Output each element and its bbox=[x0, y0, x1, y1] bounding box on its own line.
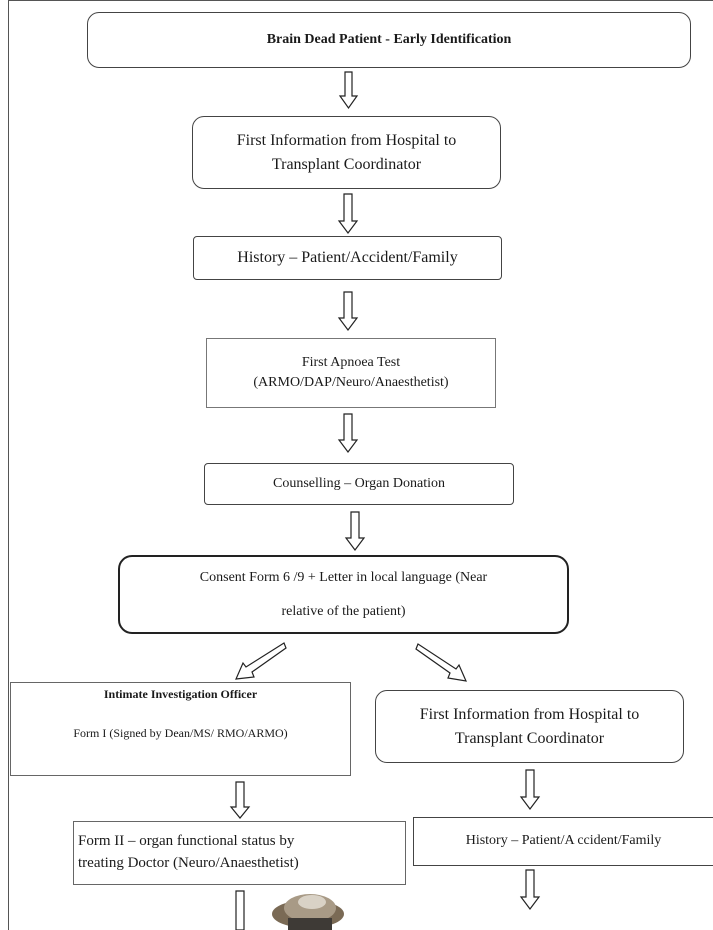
arrow-down bbox=[337, 193, 359, 234]
node-intimate-investigation-officer: Intimate Investigation Officer Form I (S… bbox=[10, 682, 351, 776]
node-label: (ARMO/DAP/Neuro/Anaesthetist) bbox=[253, 375, 449, 390]
node-brain-dead-identification: Brain Dead Patient - Early Identificatio… bbox=[87, 12, 691, 68]
node-counselling: Counselling – Organ Donation bbox=[204, 463, 514, 505]
node-label: Transplant Coordinator bbox=[454, 729, 605, 747]
arrow-down bbox=[235, 890, 245, 930]
node-label: Transplant Coordinator bbox=[271, 155, 422, 173]
node-label: Counselling – Organ Donation bbox=[272, 475, 445, 491]
arrow-down bbox=[338, 71, 359, 110]
node-history: History – Patient/Accident/Family bbox=[193, 236, 502, 280]
node-label: Form II – organ functional status by bbox=[78, 833, 295, 850]
node-first-information: First Information from Hospital to Trans… bbox=[192, 116, 501, 189]
node-consent-form: Consent Form 6 /9 + Letter in local lang… bbox=[118, 555, 569, 634]
arrow-diagonal-right bbox=[415, 643, 467, 682]
arrow-down bbox=[337, 413, 359, 453]
node-label: treating Doctor (Neuro/Anaesthetist) bbox=[78, 855, 299, 871]
node-first-apnoea-test: First Apnoea Test (ARMO/DAP/Neuro/Anaest… bbox=[206, 338, 496, 408]
node-history-branch: History – Patient/A ccident/Family bbox=[413, 817, 713, 866]
node-label: First Information from Hospital to bbox=[419, 706, 640, 724]
node-form-ii: Form II – organ functional status by tre… bbox=[73, 821, 406, 885]
arrow-diagonal-left bbox=[235, 642, 287, 680]
arrow-down bbox=[519, 769, 541, 810]
node-label: Consent Form 6 /9 + Letter in local lang… bbox=[199, 569, 488, 585]
page-border-left bbox=[8, 0, 9, 930]
node-label: Brain Dead Patient - Early Identificatio… bbox=[266, 31, 512, 47]
node-label: relative of the patient) bbox=[281, 603, 406, 619]
node-label: Form I (Signed by Dean/MS/ RMO/ARMO) bbox=[73, 726, 288, 741]
page-border-top bbox=[8, 0, 713, 1]
node-label: History – Patient/A ccident/Family bbox=[465, 833, 662, 849]
cap-icon bbox=[272, 894, 344, 930]
arrow-down bbox=[229, 781, 251, 819]
node-label: History – Patient/Accident/Family bbox=[237, 249, 458, 267]
arrow-down bbox=[519, 869, 541, 910]
arrow-down bbox=[344, 511, 366, 551]
node-label: First Information from Hospital to bbox=[236, 132, 457, 150]
node-label: Intimate Investigation Officer bbox=[103, 687, 258, 701]
arrow-down bbox=[337, 291, 359, 331]
node-first-information-branch: First Information from Hospital to Trans… bbox=[375, 690, 684, 763]
node-label: First Apnoea Test bbox=[301, 354, 401, 370]
